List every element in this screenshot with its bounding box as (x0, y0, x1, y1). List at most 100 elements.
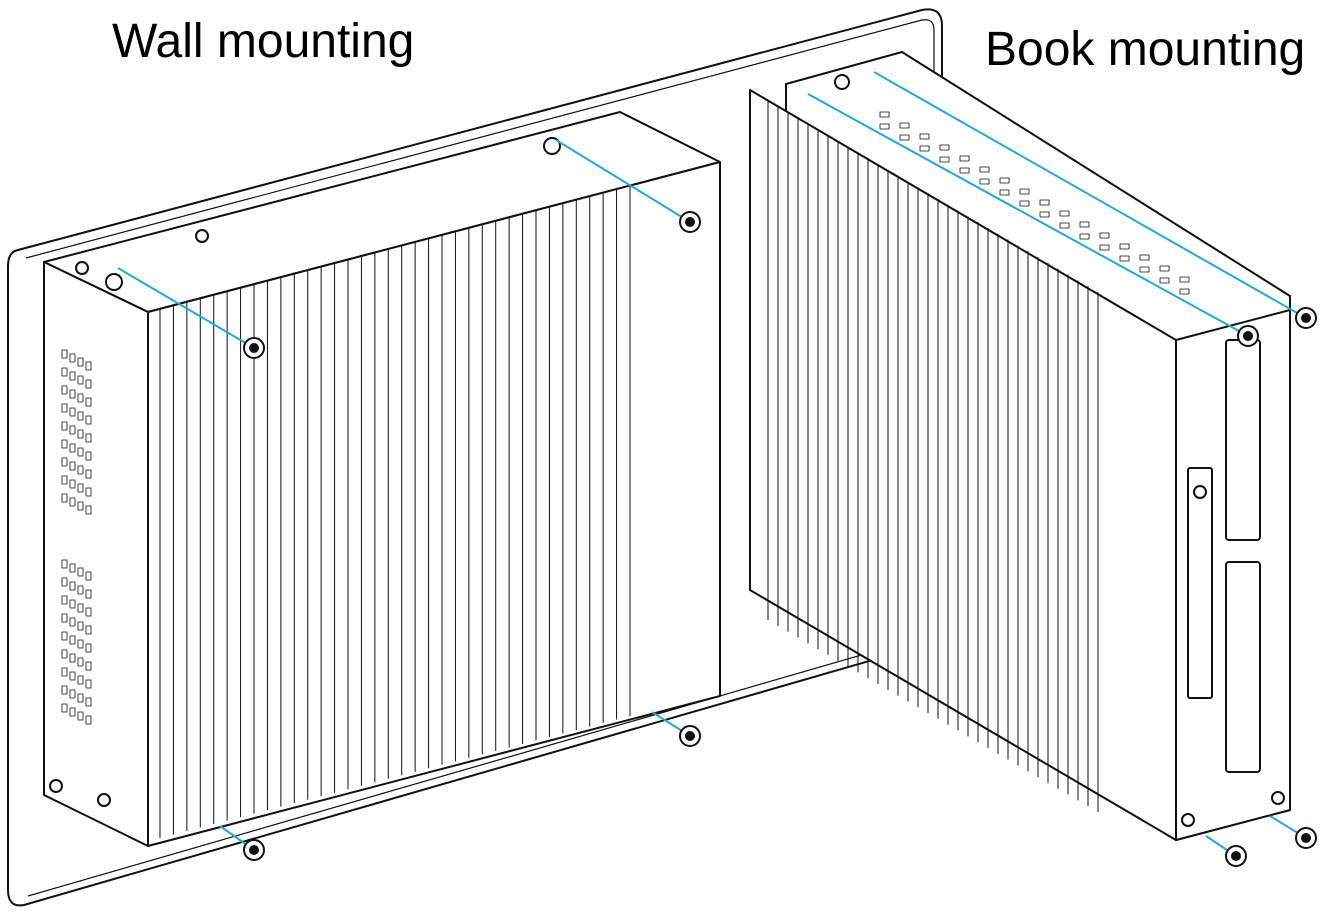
vent-slot (85, 697, 92, 707)
vent-slot (61, 457, 68, 467)
vent-slot (61, 493, 68, 503)
vent-slot (77, 621, 84, 631)
screw (1237, 325, 1259, 347)
vent-slot (77, 675, 84, 685)
vent-slot (61, 631, 68, 641)
vent-slot (77, 375, 84, 385)
vent-slot (879, 123, 890, 130)
vent-slot (61, 559, 68, 569)
vent-slot (1179, 276, 1190, 283)
vent-slot (61, 667, 68, 677)
mount-hole (1271, 791, 1285, 805)
vent-slot (85, 361, 92, 371)
vent-slot (919, 145, 930, 152)
vent-slot (939, 144, 950, 151)
vent-slot (939, 156, 950, 163)
vent-slot (1159, 277, 1170, 284)
vent-slot (69, 581, 76, 591)
vent-slot (77, 447, 84, 457)
book-vent-holes (879, 111, 1190, 295)
vent-slot (85, 589, 92, 599)
vent-slot (85, 643, 92, 653)
vent-slot (85, 679, 92, 689)
vent-slot (1059, 222, 1070, 229)
vent-slot (61, 367, 68, 377)
vent-slot (69, 635, 76, 645)
vent-slot (77, 429, 84, 439)
vent-slot (69, 425, 76, 435)
vent-slot (69, 479, 76, 489)
vent-slot (1079, 233, 1090, 240)
vent-slot (69, 617, 76, 627)
vent-slot (69, 563, 76, 573)
vent-slot (85, 451, 92, 461)
vent-slot (61, 385, 68, 395)
vent-slot (77, 393, 84, 403)
vent-slot (61, 703, 68, 713)
vent-slot (85, 571, 92, 581)
vent-slot (77, 465, 84, 475)
wall-chassis-side (43, 261, 149, 847)
vent-slot (77, 357, 84, 367)
vent-slot (1039, 211, 1050, 218)
vent-slot (61, 613, 68, 623)
vent-slot (1139, 254, 1150, 261)
vent-slot (61, 595, 68, 605)
vent-slot (69, 461, 76, 471)
vent-slot (959, 155, 970, 162)
vent-slot (1139, 266, 1150, 273)
vent-slot (77, 603, 84, 613)
vent-slot (85, 433, 92, 443)
vent-slot (899, 134, 910, 141)
vent-slot (77, 639, 84, 649)
screw (679, 211, 701, 233)
vent-slot (61, 685, 68, 695)
vent-slot (69, 689, 76, 699)
screw (1295, 307, 1317, 329)
vent-slot (1159, 265, 1170, 272)
book-mounting-title: Book mounting (985, 23, 1306, 76)
vent-slot (1019, 188, 1030, 195)
power-port (1193, 485, 1207, 499)
mount-hole (75, 261, 89, 275)
screw-guide-lines (117, 71, 1307, 857)
vent-slot (69, 407, 76, 417)
vent-slot (1079, 221, 1090, 228)
vent-slot (1019, 200, 1030, 207)
vent-slot (77, 693, 84, 703)
vent-slot (69, 353, 76, 363)
vent-slot (85, 661, 92, 671)
vent-slot (61, 421, 68, 431)
guide-line (555, 139, 691, 223)
vent-slot (61, 577, 68, 587)
screw (1295, 827, 1317, 849)
vent-slot (85, 715, 92, 725)
guide-line (117, 267, 255, 349)
vent-slot (1119, 243, 1130, 250)
vent-slot (85, 505, 92, 515)
vent-slot (85, 487, 92, 497)
vent-slot (69, 599, 76, 609)
vent-slot (61, 403, 68, 413)
vent-slot (69, 707, 76, 717)
display-panel-inner-edge (25, 19, 935, 897)
vent-slot (999, 177, 1010, 184)
vent-slot (69, 371, 76, 381)
vent-slot (1099, 244, 1110, 251)
vent-slot (1039, 199, 1050, 206)
vent-slot (979, 178, 990, 185)
keyhole-slot (834, 74, 850, 90)
vent-slot (61, 475, 68, 485)
vent-slot (899, 122, 910, 129)
vent-slot (85, 625, 92, 635)
mount-hole (97, 793, 111, 807)
vent-slot (85, 397, 92, 407)
vent-slot (85, 607, 92, 617)
vent-slot (1119, 255, 1130, 262)
mount-hole (195, 229, 209, 243)
serial-connector-panel (1225, 339, 1261, 541)
mount-hole (1181, 813, 1195, 827)
vent-slot (85, 379, 92, 389)
wall-chassis-back (147, 161, 721, 847)
guide-line (873, 71, 1307, 319)
